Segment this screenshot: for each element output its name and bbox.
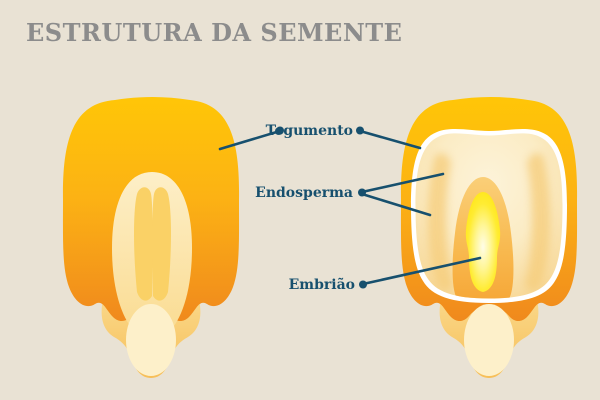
leader-lines	[218, 129, 482, 286]
label-endosperma: Endosperma	[255, 185, 353, 201]
bullet-endosperma	[358, 188, 366, 197]
leader-line-tegumento-left	[218, 129, 282, 151]
seed-tip-highlight	[126, 304, 176, 376]
bullet-tegumento-left	[276, 126, 284, 135]
endosperm-shading-right	[525, 153, 551, 291]
cutaway-seed-illustration	[400, 97, 578, 378]
whole-seed-illustration	[62, 97, 240, 378]
label-bullets	[276, 126, 367, 289]
leader-line-tegumento-right	[358, 129, 422, 150]
label-tegumento: Tegumento	[265, 123, 353, 139]
embryo-core	[465, 192, 501, 292]
cutaway-tip-highlight	[464, 304, 514, 376]
cotyledon-left	[134, 187, 153, 301]
bullet-tegumento-right	[356, 126, 364, 135]
leader-line-embriao	[361, 256, 482, 286]
leader-line-endosperma-upper	[360, 172, 445, 194]
label-embriao: Embrião	[288, 277, 355, 293]
leader-line-endosperma-lower	[360, 192, 432, 217]
endosperm-detail	[427, 153, 551, 299]
cotyledon-right	[152, 187, 171, 301]
bullet-embriao	[359, 280, 367, 289]
page-title: ESTRUTURA DA SEMENTE	[26, 18, 403, 47]
endosperm-shading-left	[427, 153, 453, 291]
